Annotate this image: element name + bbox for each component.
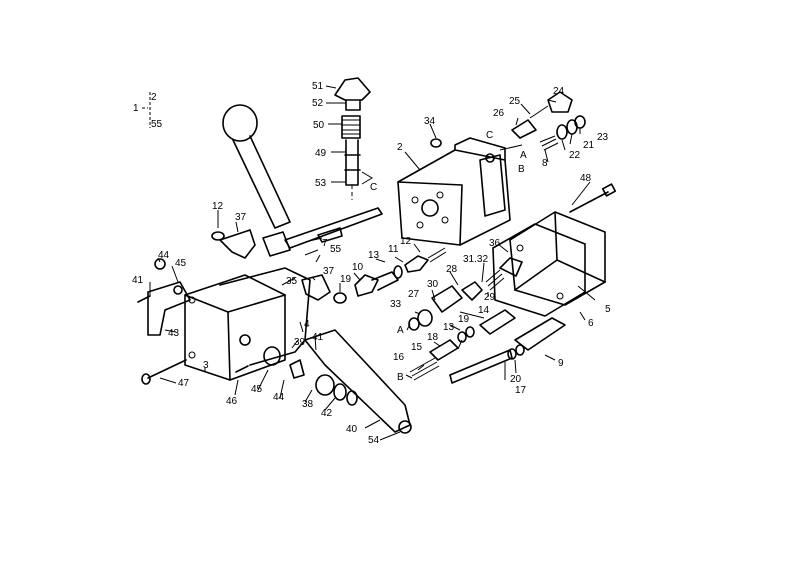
callout-23: 23: [597, 132, 609, 143]
lever-link-40: [141, 329, 412, 434]
legend-main: 1: [133, 103, 139, 114]
callout-8: 8: [542, 158, 548, 169]
callout-b-top: B: [518, 164, 525, 175]
callout-45-bottom: 45: [251, 384, 263, 395]
callout-2: 2: [397, 142, 403, 153]
callout-34: 34: [424, 116, 436, 127]
callout-25: 25: [509, 96, 521, 107]
callout-a-mid: A: [397, 325, 404, 336]
callout-7: 7: [322, 238, 328, 249]
callout-26: 26: [493, 108, 505, 119]
callout-3: 3: [203, 360, 209, 371]
callout-46: 46: [226, 396, 238, 407]
callout-28: 28: [446, 264, 458, 275]
callout-c-top: C: [486, 130, 493, 141]
callout-45-left: 45: [175, 258, 187, 269]
callout-4: 4: [304, 319, 310, 330]
gasket-4: [219, 267, 311, 366]
callout-44-bottom: 44: [273, 392, 285, 403]
callout-39: 39: [294, 337, 306, 348]
callout-55: 55: [330, 244, 342, 255]
callout-18: 18: [427, 332, 439, 343]
callout-30: 30: [427, 279, 439, 290]
callout-44-left: 44: [158, 250, 170, 261]
callout-54: 54: [368, 435, 380, 446]
relief-valve-parts: [430, 91, 586, 151]
callout-53: 53: [315, 178, 327, 189]
callout-15: 15: [411, 342, 423, 353]
callout-40: 40: [346, 424, 358, 435]
callout-13-top: 13: [368, 250, 380, 261]
callout-16: 16: [393, 352, 405, 363]
callout-11: 11: [388, 244, 399, 255]
callout-43: 43: [168, 328, 180, 339]
callout-19-mid: 19: [458, 314, 470, 325]
lever-37-right: [301, 249, 347, 304]
callout-37-right: 37: [323, 266, 335, 277]
valve-housing-2: [397, 137, 511, 246]
callout-14: 14: [478, 305, 490, 316]
callout-41-left: 41: [132, 275, 144, 286]
callout-24: 24: [553, 86, 565, 97]
callout-33: 33: [390, 299, 402, 310]
callout-36: 36: [489, 238, 501, 249]
callout-35: 35: [286, 276, 298, 287]
shaft-7: [284, 207, 383, 249]
callout-51: 51: [312, 81, 324, 92]
lever-37-top: [211, 229, 256, 259]
callout-13-mid: 13: [443, 322, 455, 333]
callout-12-mid: 12: [400, 236, 412, 247]
callout-41-right: 41: [312, 332, 324, 343]
callout-c-mid: C: [370, 182, 377, 193]
callout-12-left: 12: [212, 201, 224, 212]
leader-lines: [149, 85, 596, 441]
callout-22: 22: [569, 150, 581, 161]
legend-group: 1 2 55: [133, 92, 163, 130]
callout-48: 48: [580, 173, 592, 184]
legend-sub-2: 55: [151, 119, 163, 130]
callout-38: 38: [302, 399, 314, 410]
callout-47: 47: [178, 378, 190, 389]
callout-20: 20: [510, 374, 522, 385]
callout-37-top: 37: [235, 212, 247, 223]
callout-19-left: 19: [340, 274, 352, 285]
callout-10: 10: [352, 262, 364, 273]
cover-3: [184, 274, 286, 381]
callout-49: 49: [315, 148, 327, 159]
callout-52: 52: [312, 98, 324, 109]
callout-6: 6: [588, 318, 594, 329]
callout-42: 42: [321, 408, 333, 419]
callout-labels: 51 52 50 49 53 34 2 C A B 24 25 26 8 22 …: [132, 81, 611, 446]
callout-5: 5: [605, 304, 611, 315]
control-lever: [222, 104, 291, 257]
bolt-48: [569, 183, 617, 213]
callout-27: 27: [408, 289, 420, 300]
callout-9: 9: [558, 358, 564, 369]
callout-a-top: A: [520, 150, 527, 161]
bracket-43: [137, 258, 191, 336]
callout-31-32: 31.32: [463, 254, 488, 265]
legend-sub-1: 2: [151, 92, 157, 103]
callout-b-mid: B: [397, 372, 404, 383]
callout-17: 17: [515, 385, 527, 396]
end-cover-5: [492, 211, 606, 317]
callout-21: 21: [583, 140, 595, 151]
callout-29: 29: [484, 292, 496, 303]
callout-50: 50: [313, 120, 325, 131]
valve-cap-assembly: [334, 77, 373, 200]
